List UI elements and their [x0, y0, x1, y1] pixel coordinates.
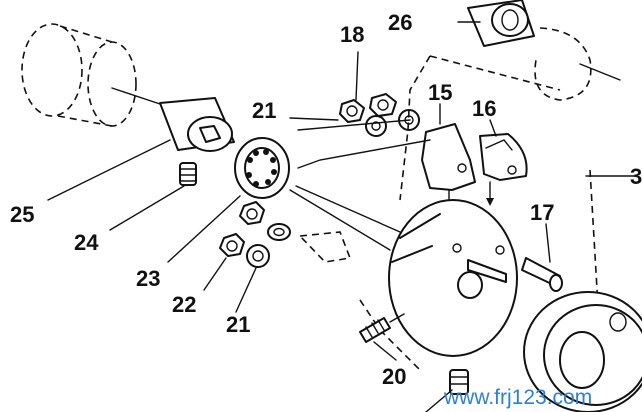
callout-17: 17: [530, 200, 554, 225]
callout-26: 26: [388, 10, 412, 35]
jaw-15: [421, 123, 476, 210]
nuts-washers-upper: [339, 93, 420, 137]
callout-15: 15: [428, 80, 452, 105]
callout-24: 24: [74, 230, 99, 255]
main-disc: [289, 185, 563, 357]
leader-lines: [47, 21, 551, 412]
callout-16: 16: [472, 96, 496, 121]
callout-3: 3: [630, 164, 642, 189]
screw-20: [359, 313, 405, 343]
pulley-wheel: [523, 291, 642, 412]
motor-right-26: [467, 0, 621, 101]
callout-23: 23: [136, 266, 160, 291]
callout-20: 20: [382, 364, 406, 389]
callout-25: 25: [10, 202, 34, 227]
watermark-text: www.frj123.com: [443, 386, 592, 409]
hub-23: [234, 137, 290, 199]
screw-bottom: [449, 369, 469, 395]
callout-22: 22: [172, 292, 196, 317]
set-screw-24: [179, 162, 197, 186]
callout-21-upper: 21: [252, 98, 276, 123]
nuts-washers-lower: [219, 201, 291, 268]
jaw-16: [479, 133, 528, 206]
coupling-sleeve-25: [159, 97, 235, 152]
callout-18: 18: [340, 22, 364, 47]
callout-21-lower: 21: [226, 312, 250, 337]
housing-outline: [298, 55, 637, 371]
motor-left: [21, 23, 161, 127]
